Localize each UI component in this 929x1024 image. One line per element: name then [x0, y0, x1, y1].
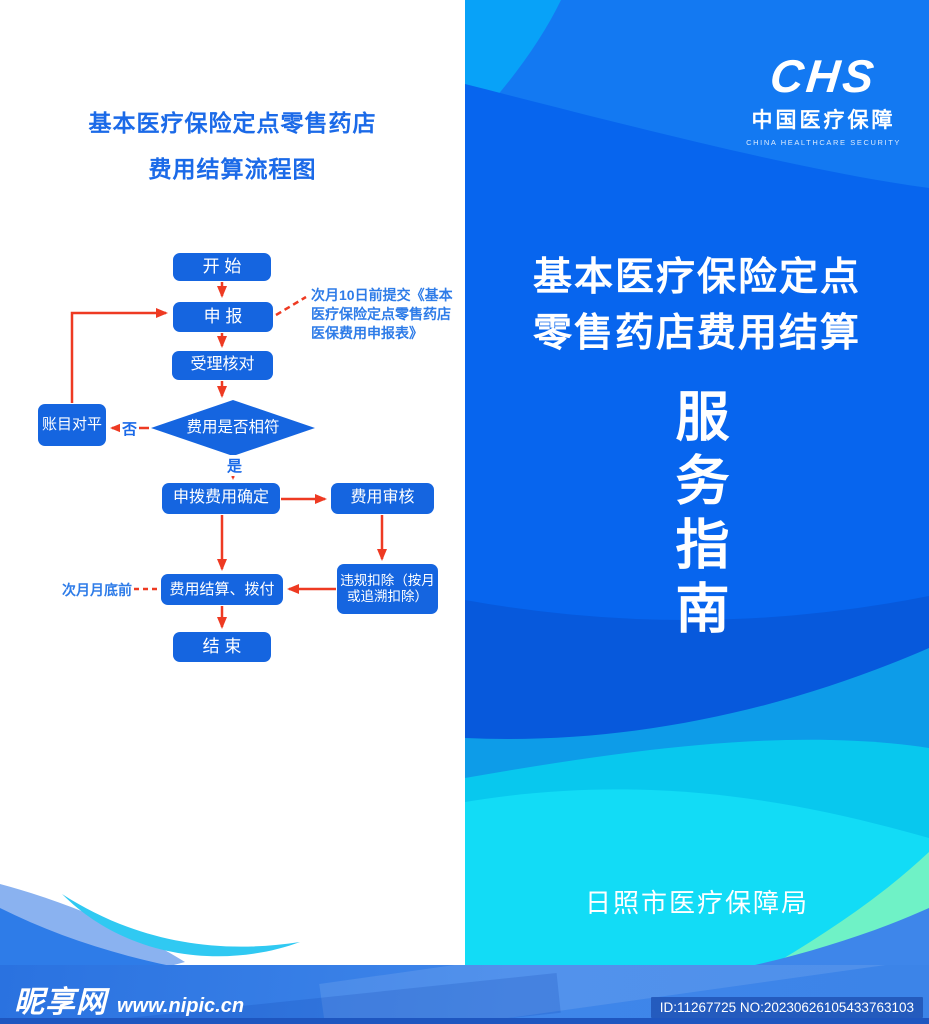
branch-label-no: 否 — [120, 418, 140, 439]
chs-logo-name-en: CHINA HEALTHCARE SECURITY — [746, 138, 901, 147]
chs-logo-acronym: CHS — [767, 50, 880, 102]
cover-title: 基本医疗保险定点 零售药店费用结算 — [465, 250, 929, 362]
cover-title-line2: 零售药店费用结算 — [532, 312, 861, 355]
flow-node-violation-deduction-line1: 违规扣除（按月 — [340, 573, 435, 589]
footer-site-branding: 昵享网 www.nipic.cn — [14, 977, 244, 1021]
flowchart-title-line2: 费用结算流程图 — [148, 156, 317, 182]
flow-node-fee-review: 费用审核 — [331, 483, 434, 514]
cover-title-line1: 基本医疗保险定点 — [532, 256, 861, 299]
watermark-footer-bar: 昵享网 www.nipic.cn ID:11267725 NO:20230626… — [0, 965, 929, 1024]
note-submit-deadline: 次月10日前提交《基本 医疗保险定点零售药店 医保费用申报表》 — [311, 286, 471, 343]
flow-node-balance-accounts: 账目对平 — [38, 404, 106, 446]
chs-logo: CHS 中国医疗保障 CHINA HEALTHCARE SECURITY — [746, 50, 901, 147]
cover-panel: CHS 中国医疗保障 CHINA HEALTHCARE SECURITY 基本医… — [465, 0, 929, 1024]
flowchart-title: 基本医疗保险定点零售药店 费用结算流程图 — [0, 100, 465, 192]
flow-node-accept-check: 受理核对 — [172, 351, 273, 380]
site-logo-text: 昵享网 — [14, 986, 107, 1019]
flow-node-allocate-fee: 申拨费用确定 — [162, 483, 280, 514]
chs-logo-name-cn: 中国医疗保障 — [751, 109, 896, 132]
note-submit-line1: 次月10日前提交《基本 — [311, 287, 453, 303]
organization-name: 日照市医疗保障局 — [584, 888, 809, 918]
flowchart-title-line1: 基本医疗保险定点零售药店 — [88, 110, 377, 136]
cover-vertical-title: 服务指南 — [667, 388, 727, 644]
image-id-badge: ID:11267725 NO:20230626105433763103 — [650, 997, 923, 1018]
flow-node-violation-deduction-line2: 或追溯扣除） — [347, 589, 428, 604]
note-month-end-deadline: 次月月底前 — [62, 582, 132, 598]
flow-node-declare: 申 报 — [173, 302, 273, 332]
flowchart-panel: 基本医疗保险定点零售药店 费用结算流程图 — [0, 100, 465, 1024]
branch-label-yes: 是 — [225, 455, 245, 476]
note-submit-line3: 医保费用申报表》 — [311, 325, 423, 341]
flow-node-settle-pay: 费用结算、拨付 — [161, 574, 283, 605]
flow-node-end: 结 束 — [173, 632, 271, 662]
footer-bottom-strip — [0, 1018, 929, 1024]
flow-node-violation-deduction: 违规扣除（按月 或追溯扣除） — [337, 564, 438, 614]
note-submit-line2: 医疗保险定点零售药店 — [311, 306, 451, 322]
flow-node-start: 开 始 — [173, 253, 271, 281]
site-url-link[interactable]: www.nipic.cn — [117, 995, 245, 1017]
